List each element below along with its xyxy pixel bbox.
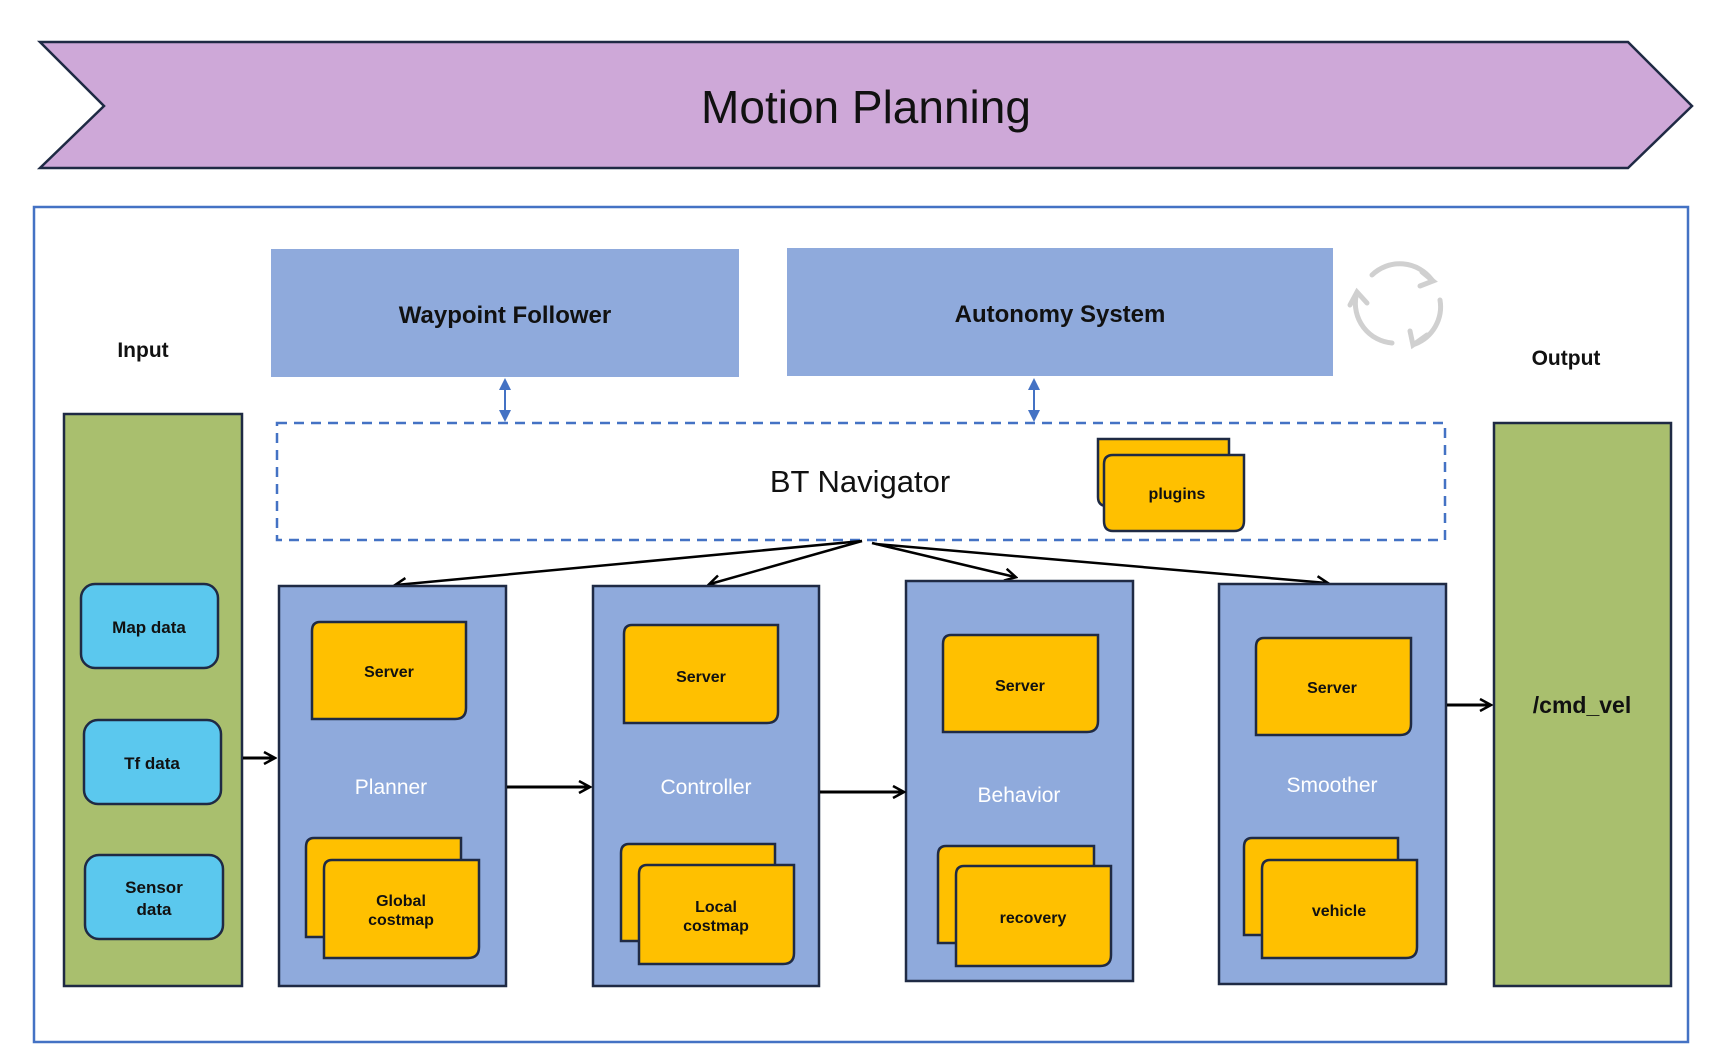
- tf-data-box: [82, 718, 223, 806]
- text-line: costmap: [683, 918, 749, 935]
- smoother-server-label: Server: [1307, 680, 1357, 697]
- bt-navigator-box: [275, 421, 1447, 542]
- output-panel: [1492, 421, 1673, 988]
- map-data-box: [79, 582, 220, 670]
- planner-label: Planner: [355, 776, 427, 799]
- cycle-arrows-icon: [1347, 261, 1444, 350]
- sensor-data-label: Sensor data: [125, 878, 183, 919]
- waypoint-follower-box: [271, 249, 739, 377]
- flow-arrows: [243, 705, 1490, 792]
- plugins-card-front: [1102, 453, 1246, 533]
- autonomy-system-label: Autonomy System: [955, 301, 1166, 328]
- module-behavior: Server Behavior recovery: [904, 579, 1135, 983]
- controller-server-label: Server: [676, 669, 726, 686]
- sensor-data-box: [83, 853, 225, 941]
- navigator-fanout-arrows: [396, 539, 1327, 585]
- module-controller: Server Controller Local costmap: [591, 584, 821, 988]
- output-heading: Output: [1532, 347, 1601, 370]
- waypoint-follower-label: Waypoint Follower: [399, 302, 611, 329]
- smoother-stack-label: vehicle: [1312, 903, 1366, 920]
- module-planner: Server Planner Global costmap: [277, 584, 508, 988]
- controller-label: Controller: [660, 776, 751, 799]
- controller-stack-label: Local costmap: [683, 899, 749, 935]
- module-smoother: Server Smoother vehicle: [1217, 582, 1448, 986]
- behavior-stack-label: recovery: [1000, 910, 1067, 927]
- banner-title: Motion Planning: [701, 81, 1031, 133]
- text-line: Sensor: [125, 878, 183, 897]
- autonomy-system-box: [787, 248, 1333, 376]
- tf-data-label: Tf data: [124, 754, 180, 773]
- planner-stack-label: Global costmap: [368, 893, 434, 929]
- text-line: data: [137, 900, 173, 919]
- text-line: Global: [376, 893, 426, 910]
- plugins-label: plugins: [1149, 486, 1206, 503]
- planner-server-label: Server: [364, 664, 414, 681]
- behavior-server-label: Server: [995, 678, 1045, 695]
- text-line: costmap: [368, 912, 434, 929]
- behavior-label: Behavior: [978, 784, 1061, 807]
- bt-navigator-label: BT Navigator: [770, 464, 950, 499]
- input-heading: Input: [117, 339, 168, 362]
- smoother-label: Smoother: [1286, 774, 1377, 797]
- cmd-vel-label: /cmd_vel: [1533, 692, 1631, 718]
- text-line: Local: [695, 899, 737, 916]
- map-data-label: Map data: [112, 618, 186, 637]
- motion-planning-banner: [36, 40, 1694, 170]
